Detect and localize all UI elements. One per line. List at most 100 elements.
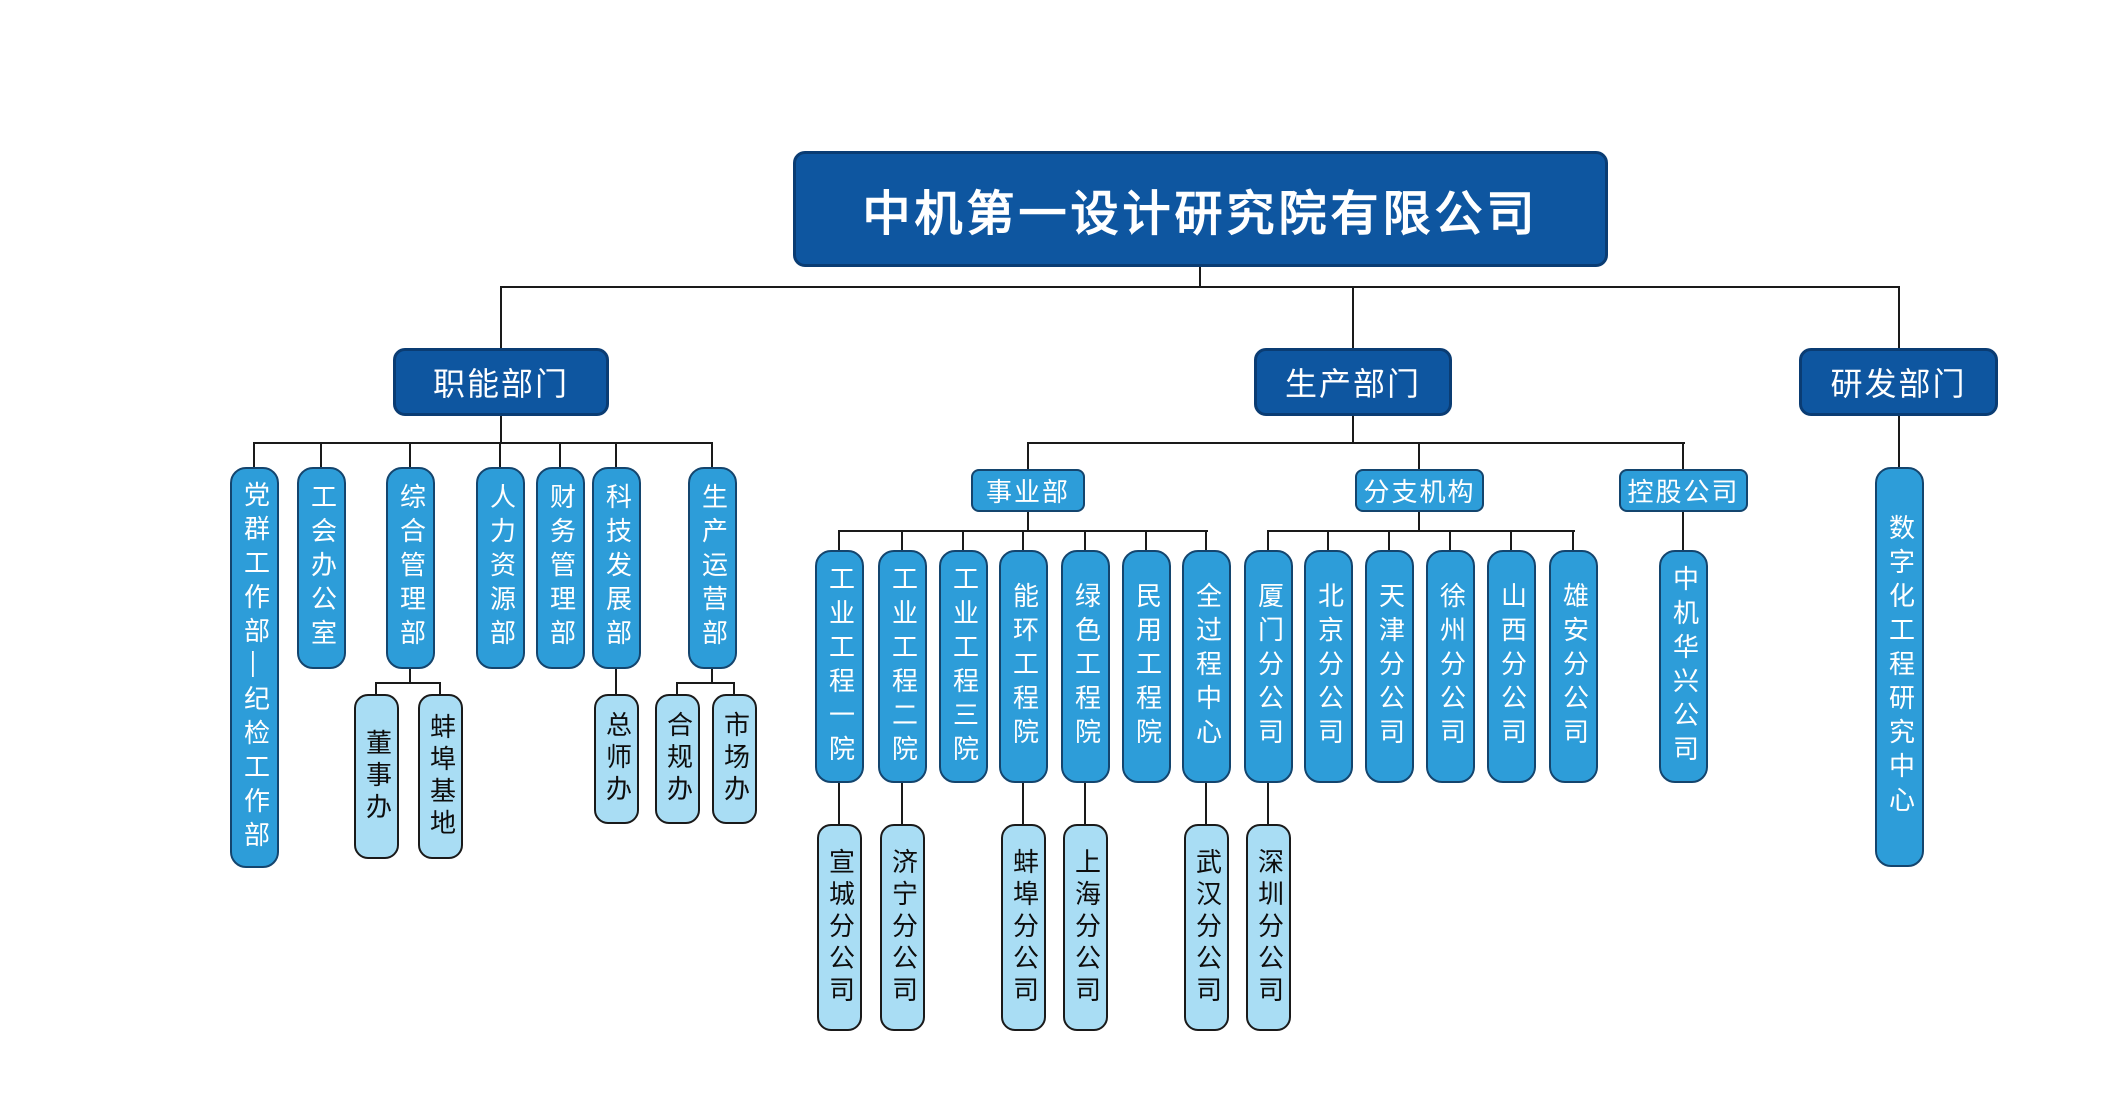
connector-line <box>901 530 903 550</box>
connector-line <box>1388 530 1390 550</box>
node-hr-dept: 人力资源部 <box>476 467 525 669</box>
node-board-office-label: 董事办 <box>362 728 393 825</box>
connector-line <box>1898 286 1900 348</box>
node-bengbu-base-label: 蚌埠基地 <box>426 712 457 841</box>
node-chief-engineer-office-label: 总师办 <box>602 711 633 807</box>
connector-line <box>1267 783 1269 824</box>
node-finance-dept: 财务管理部 <box>536 467 585 669</box>
connector-line <box>500 416 502 442</box>
connector-line <box>962 530 964 550</box>
node-industrial-eng-institute-2: 工业工程二院 <box>878 550 927 783</box>
node-whole-process-center-label: 全过程中心 <box>1192 581 1223 752</box>
node-xuzhou-branch: 徐州分公司 <box>1426 550 1475 783</box>
node-production-departments-label: 生产部门 <box>1284 366 1421 402</box>
node-industrial-eng-institute-3-label: 工业工程三院 <box>949 564 980 769</box>
node-rnd-departments: 研发部门 <box>1799 348 1998 416</box>
node-production-operations-dept: 生产运营部 <box>688 467 737 669</box>
node-xiamen-branch-label: 厦门分公司 <box>1254 581 1285 752</box>
node-bengbu-branch-label: 蚌埠分公司 <box>1009 847 1040 1008</box>
node-energy-env-institute-label: 能环工程院 <box>1009 581 1040 752</box>
connector-line <box>1267 530 1269 550</box>
node-xiamen-branch: 厦门分公司 <box>1244 550 1293 783</box>
node-shenzhen-branch-label: 深圳分公司 <box>1254 847 1285 1008</box>
node-shanghai-branch: 上海分公司 <box>1063 824 1108 1031</box>
node-market-office-label: 市场办 <box>720 711 751 807</box>
connector-line <box>499 442 501 467</box>
node-compliance-office-label: 合规办 <box>663 711 694 807</box>
connector-line <box>1449 530 1451 550</box>
connector-line <box>1898 416 1900 467</box>
connector-line <box>1205 783 1207 824</box>
connector-line <box>615 442 617 467</box>
connector-line <box>1027 442 1029 469</box>
connector-line <box>1027 442 1685 444</box>
node-holding-companies-label: 控股公司 <box>1627 477 1740 507</box>
node-whole-process-center: 全过程中心 <box>1182 550 1231 783</box>
connector-line <box>1199 267 1201 286</box>
connector-line <box>1084 530 1086 550</box>
connector-line <box>500 286 1900 288</box>
connector-line <box>253 442 255 467</box>
connector-line <box>1352 416 1354 442</box>
node-bengbu-base: 蚌埠基地 <box>418 694 463 859</box>
node-business-division-label: 事业部 <box>985 477 1070 507</box>
node-xuancheng-branch: 宣城分公司 <box>817 824 862 1031</box>
connector-line <box>253 442 713 444</box>
node-wuhan-branch-label: 武汉分公司 <box>1192 847 1223 1008</box>
connector-line <box>1267 530 1575 532</box>
node-tianjin-branch-label: 天津分公司 <box>1375 581 1406 752</box>
node-party-mass-discipline-dept: 党群工作部—纪检工作部 <box>230 467 279 868</box>
node-industrial-eng-institute-2-label: 工业工程二院 <box>888 564 919 769</box>
node-branch-institutions-label: 分支机构 <box>1363 477 1476 507</box>
node-green-eng-institute: 绿色工程院 <box>1061 550 1110 783</box>
node-union-office-label: 工会办公室 <box>307 483 338 653</box>
connector-line <box>615 669 617 694</box>
connector-line <box>1352 286 1354 348</box>
connector-line <box>320 442 322 467</box>
node-industrial-eng-institute-1: 工业工程一院 <box>815 550 864 783</box>
node-compliance-office: 合规办 <box>655 694 700 824</box>
connector-line <box>409 442 411 467</box>
connector-line <box>1418 512 1420 530</box>
node-market-office: 市场办 <box>712 694 757 824</box>
node-holding-companies: 控股公司 <box>1619 469 1748 512</box>
node-civil-eng-institute: 民用工程院 <box>1122 550 1171 783</box>
connector-line <box>500 286 502 348</box>
node-digital-eng-research-center: 数字化工程研究中心 <box>1875 467 1924 867</box>
connector-line <box>1682 442 1684 469</box>
node-zhongji-huaxing-company: 中机华兴公司 <box>1659 550 1708 783</box>
connector-line <box>1084 783 1086 824</box>
connector-line <box>1510 530 1512 550</box>
connector-line <box>676 682 735 684</box>
connector-line <box>1418 442 1420 469</box>
node-business-division: 事业部 <box>971 469 1085 512</box>
node-company-root: 中机第一设计研究院有限公司 <box>793 151 1608 267</box>
connector-line <box>1027 512 1029 530</box>
connector-line <box>1022 783 1024 824</box>
node-general-management-dept-label: 综合管理部 <box>396 483 427 653</box>
connector-line <box>838 530 840 550</box>
connector-line <box>901 783 903 824</box>
node-beijing-branch: 北京分公司 <box>1304 550 1353 783</box>
node-industrial-eng-institute-1-label: 工业工程一院 <box>825 564 856 769</box>
node-chief-engineer-office: 总师办 <box>594 694 639 824</box>
connector-line <box>838 783 840 824</box>
node-digital-eng-research-center-label: 数字化工程研究中心 <box>1885 514 1916 820</box>
node-production-operations-dept-label: 生产运营部 <box>698 483 729 653</box>
node-rnd-departments-label: 研发部门 <box>1830 366 1967 402</box>
node-civil-eng-institute-label: 民用工程院 <box>1132 581 1163 752</box>
node-energy-env-institute: 能环工程院 <box>999 550 1048 783</box>
node-xuzhou-branch-label: 徐州分公司 <box>1436 581 1467 752</box>
node-xiongan-branch-label: 雄安分公司 <box>1559 581 1590 752</box>
node-branch-institutions: 分支机构 <box>1355 469 1484 512</box>
node-production-departments: 生产部门 <box>1254 348 1452 416</box>
node-union-office: 工会办公室 <box>297 467 346 669</box>
node-beijing-branch-label: 北京分公司 <box>1314 581 1345 752</box>
connector-line <box>1682 512 1684 550</box>
connector-line <box>375 682 441 684</box>
node-xiongan-branch: 雄安分公司 <box>1549 550 1598 783</box>
node-finance-dept-label: 财务管理部 <box>546 483 577 653</box>
node-functional-departments: 职能部门 <box>393 348 609 416</box>
node-shanghai-branch-label: 上海分公司 <box>1071 847 1102 1008</box>
node-wuhan-branch: 武汉分公司 <box>1184 824 1229 1031</box>
